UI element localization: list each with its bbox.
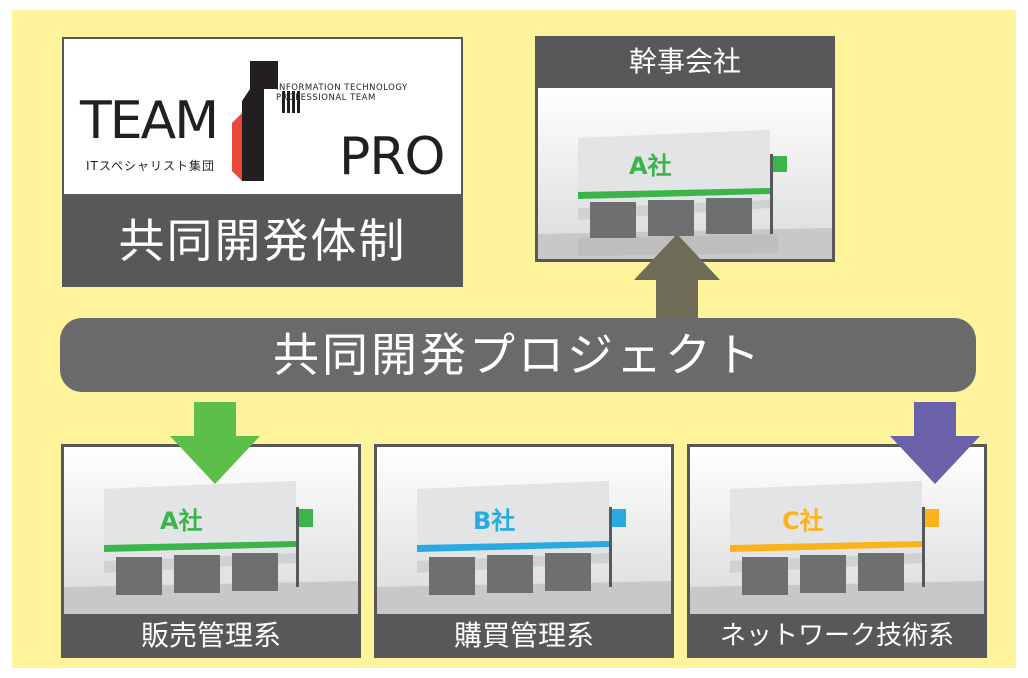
lead-company-card: 幹事会社 A社 [535,36,835,262]
logo-subtitle: ITスペシャリスト集団 [86,159,216,173]
member-card-b: B社 購買管理系 [374,444,674,658]
logo-tagline-line2: PROFESSIONAL TEAM [276,93,376,103]
team-pro-panel: TEAM PRO INFORMATION TECHNOLOGY PROFESSI… [62,37,463,287]
member-a-label: 販売管理系 [140,619,281,652]
diagram-canvas: TEAM PRO INFORMATION TECHNOLOGY PROFESSI… [12,10,1016,668]
arrow-down-purple-icon [890,402,980,484]
arrow-up-icon [634,234,720,330]
building-icon [64,481,358,614]
member-b-building-scene: B社 [377,447,671,614]
system-title: 共同開発体制 [118,214,407,268]
arrow-down-green-icon [170,402,260,484]
team-pro-logo: TEAM PRO INFORMATION TECHNOLOGY PROFESSI… [64,39,461,194]
building-icon [377,481,671,614]
building-icon [690,481,984,614]
logo-team-text: TEAM [80,91,219,151]
member-c-company-name: C社 [782,507,824,535]
logo-tagline-line1: INFORMATION TECHNOLOGY [276,83,408,93]
member-b-label: 購買管理系 [453,619,594,652]
member-c-label: ネットワーク技術系 [719,621,954,651]
lead-building-scene: A社 [538,88,832,259]
member-a-company-name: A社 [160,507,203,535]
lead-company-name: A社 [629,152,672,180]
lead-company-label: 幹事会社 [628,45,741,78]
it-logo-mark-icon [232,61,300,181]
logo-pro-text: PRO [339,127,445,187]
joint-project-banner: 共同開発プロジェクト [60,318,976,392]
logo-tagline: INFORMATION TECHNOLOGY PROFESSIONAL TEAM [276,83,476,103]
member-b-company-name: B社 [473,507,516,535]
